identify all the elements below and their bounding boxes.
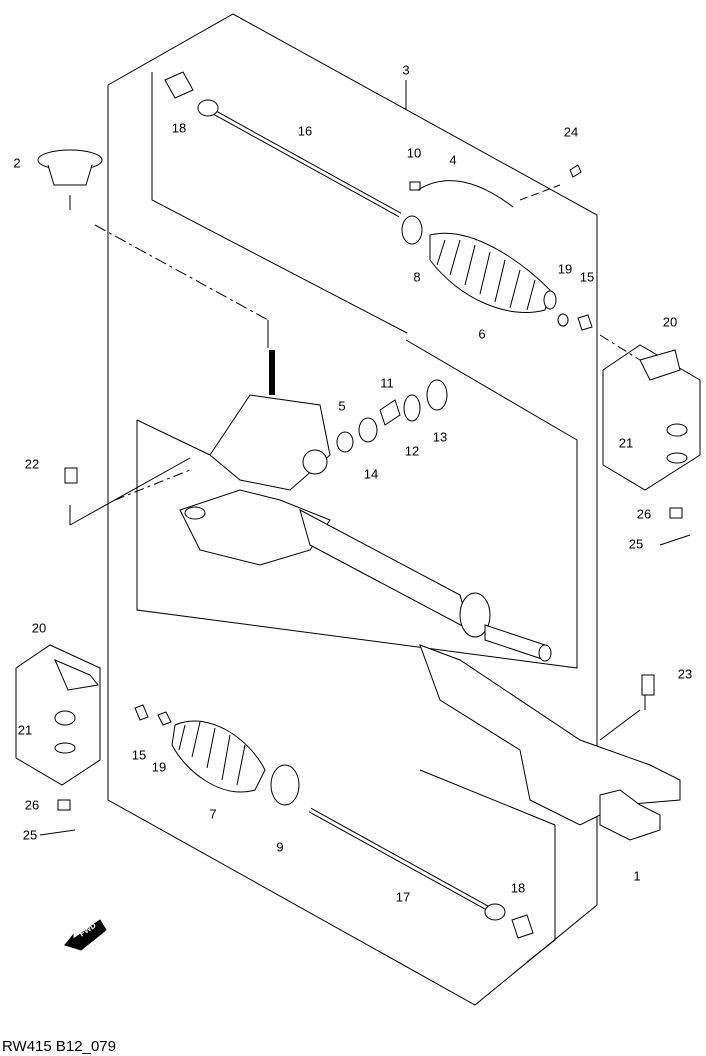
callout-15: 15	[131, 747, 147, 763]
callout-23: 23	[677, 666, 693, 682]
callout-19: 19	[151, 759, 167, 775]
callout-19: 19	[557, 261, 573, 277]
callout-18: 18	[171, 120, 187, 136]
callout-18: 18	[510, 880, 526, 896]
callout-26: 26	[636, 506, 652, 522]
callout-8: 8	[413, 269, 421, 285]
callout-12: 12	[404, 443, 420, 459]
callout-11: 11	[380, 375, 394, 391]
callout-7: 7	[209, 806, 217, 822]
callout-6: 6	[478, 326, 486, 342]
callout-21: 21	[618, 435, 634, 451]
fwd-arrow-icon	[63, 919, 107, 951]
callout-13: 13	[432, 429, 448, 445]
callout-22: 22	[24, 456, 40, 472]
callout-3: 3	[402, 62, 410, 78]
callout-2: 2	[13, 155, 21, 171]
steering-gear-housing	[179, 350, 552, 662]
callout-21: 21	[17, 722, 33, 738]
callout-20: 20	[662, 314, 678, 330]
callout-5: 5	[338, 398, 346, 414]
callout-10: 10	[406, 145, 422, 161]
diagram-code: RW415 B12_079	[2, 1038, 116, 1055]
callout-14: 14	[363, 466, 379, 482]
lower-parts	[39, 659, 534, 939]
callout-26: 26	[24, 797, 40, 813]
small-parts	[37, 149, 691, 696]
callout-24: 24	[563, 124, 579, 140]
callout-16: 16	[297, 123, 313, 139]
callout-25: 25	[628, 536, 644, 552]
tie-rod-upper	[164, 71, 402, 218]
bracket	[419, 644, 681, 841]
boot-upper	[401, 215, 557, 314]
callout-25: 25	[22, 827, 38, 843]
callout-20: 20	[31, 620, 47, 636]
callout-1: 1	[633, 868, 641, 884]
frame-lines	[15, 13, 701, 1006]
callout-4: 4	[449, 152, 457, 168]
callout-17: 17	[395, 889, 411, 905]
callout-15: 15	[579, 269, 595, 285]
callout-9: 9	[276, 839, 284, 855]
